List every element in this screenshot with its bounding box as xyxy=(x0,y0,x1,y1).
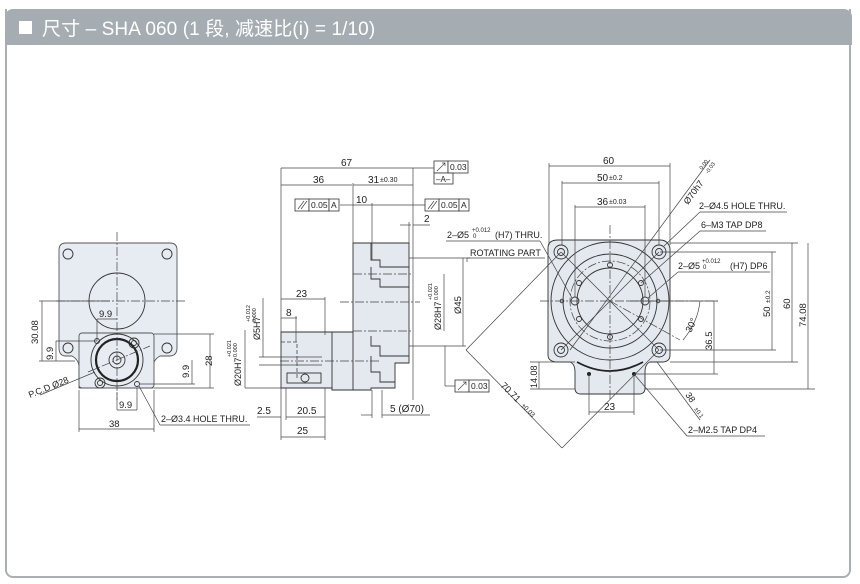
dim-60-right: 60 xyxy=(782,298,793,309)
output-flange xyxy=(547,239,671,395)
dim-9-9-d: 9.9 xyxy=(119,400,132,411)
dim-31-tol: ±0.30 xyxy=(380,177,398,184)
dim-5-d70: 5 (Ø70) xyxy=(390,404,424,415)
svg-text:+0.021: +0.021 xyxy=(227,340,233,357)
note-pin-dp6: 2–Ø5 xyxy=(678,261,700,271)
svg-text:(H7) DP6: (H7) DP6 xyxy=(730,261,768,271)
dim-8: 8 xyxy=(286,308,292,319)
hole-note: 2–Ø3.4 HOLE THRU. xyxy=(161,414,247,424)
svg-text:A: A xyxy=(331,200,337,210)
dim-2-5: 2.5 xyxy=(257,406,271,417)
flange-hole xyxy=(128,337,140,349)
dim-50-right: 50 xyxy=(762,306,773,317)
thru-hole xyxy=(134,381,140,387)
dim-50-top: 50 xyxy=(597,173,609,184)
svg-text:±0.1: ±0.1 xyxy=(692,407,704,421)
svg-text:0: 0 xyxy=(473,234,477,240)
dim-d28h7: Ø28H7 xyxy=(433,301,443,330)
input-flange xyxy=(78,332,155,389)
svg-text:+0.012: +0.012 xyxy=(246,305,252,322)
svg-text:0.000: 0.000 xyxy=(252,308,258,322)
gdt-runout-top: 0.03 –A– xyxy=(433,160,469,185)
svg-text:0.05: 0.05 xyxy=(311,200,328,210)
flange-hole xyxy=(94,377,106,389)
dim-9-9-a: 9.9 xyxy=(45,347,56,360)
svg-text:(H7) THRU.: (H7) THRU. xyxy=(495,230,542,240)
note-pin-thru: 2–Ø5 xyxy=(447,230,469,240)
mount-hole xyxy=(62,248,74,260)
svg-text:±0.2: ±0.2 xyxy=(609,175,623,182)
dim-28: 28 xyxy=(204,355,215,366)
side-view: 67 36 31 ±0.30 10 2 0.03 –A– xyxy=(227,158,545,440)
pcd-label: P.C.D Ø28 xyxy=(27,375,70,400)
dim-74-08: 74.08 xyxy=(798,303,809,327)
mount-hole xyxy=(161,248,173,260)
section-header: 尺寸 – SHA 060 (1 段, 减速比(i) = 1/10) xyxy=(5,9,852,45)
dim-23: 23 xyxy=(296,289,308,300)
dim-38: 38 xyxy=(683,390,697,404)
svg-text:0.05: 0.05 xyxy=(441,200,458,210)
dim-d20h7: Ø20H7 xyxy=(233,357,243,386)
dim-36: 36 xyxy=(313,175,325,186)
svg-text:±0.03: ±0.03 xyxy=(520,402,537,419)
left-view: 30.08 9.9 9.9 28 9.9 9.9 38 P.C.D Ø28 2–… xyxy=(27,232,250,432)
front-view: 70.71 ±0.03 60 50 ±0.2 36 ±0.03 Ø70h7 0.… xyxy=(446,156,815,449)
dim-25: 25 xyxy=(297,426,309,437)
section-title: 尺寸 – SHA 060 (1 段, 减速比(i) = 1/10) xyxy=(42,18,376,40)
dim-36-5: 36.5 xyxy=(704,332,715,351)
dim-60-top: 60 xyxy=(603,156,615,167)
dim-38: 38 xyxy=(109,419,120,430)
dim-36-top: 36 xyxy=(597,197,609,208)
dim-30-deg: 30° xyxy=(684,316,700,334)
dim-2: 2 xyxy=(424,214,430,225)
dim-9-9-c: 9.9 xyxy=(181,365,192,378)
dim-d45: Ø45 xyxy=(453,296,464,314)
svg-text:A: A xyxy=(461,200,467,210)
dim-20-5: 20.5 xyxy=(297,406,317,417)
dim-d5h7: Ø5H7 xyxy=(252,316,262,340)
rotating-part-label: ROTATING PART xyxy=(470,248,541,258)
svg-text:0.03: 0.03 xyxy=(450,162,467,172)
dim-10: 10 xyxy=(356,195,368,206)
svg-text:±0.03: ±0.03 xyxy=(609,199,627,206)
dim-9-9-b: 9.9 xyxy=(99,309,112,320)
note-hole-4-5: 2–Ø4.5 HOLE THRU. xyxy=(699,201,785,211)
note-m3: 6–M3 TAP DP8 xyxy=(701,220,763,230)
svg-text:0.00: 0.00 xyxy=(699,159,710,171)
mount-hole xyxy=(62,342,74,354)
dim-67: 67 xyxy=(341,158,353,169)
mount-hole xyxy=(161,342,173,354)
svg-text:0.03: 0.03 xyxy=(471,381,488,391)
dim-30-08: 30.08 xyxy=(30,320,41,344)
gdt-parallel-left: 0.05 A xyxy=(294,198,340,212)
dim-23-bottom: 23 xyxy=(604,402,616,413)
dim-14-08: 14.08 xyxy=(529,365,539,388)
coupling xyxy=(286,372,322,384)
svg-text:0.000: 0.000 xyxy=(434,286,440,300)
dim-70-71: 70.71 xyxy=(498,380,523,405)
dim-31: 31 xyxy=(368,175,380,186)
square-bullet-icon xyxy=(19,20,32,34)
gdt-runout-bottom: 0.03 xyxy=(454,379,490,393)
svg-text:+0.021: +0.021 xyxy=(428,283,434,300)
svg-text:+0.012: +0.012 xyxy=(472,228,491,234)
svg-text:0.000: 0.000 xyxy=(233,343,239,357)
svg-text:+0.012: +0.012 xyxy=(702,259,721,265)
datum-a: –A– xyxy=(436,175,451,184)
gdt-parallel-right: 0.05 A xyxy=(424,198,470,212)
gearbox-body xyxy=(280,242,410,391)
svg-text:0: 0 xyxy=(703,265,707,271)
note-m2-5: 2–M2.5 TAP DP4 xyxy=(688,425,757,435)
svg-text:±0.2: ±0.2 xyxy=(765,290,772,303)
